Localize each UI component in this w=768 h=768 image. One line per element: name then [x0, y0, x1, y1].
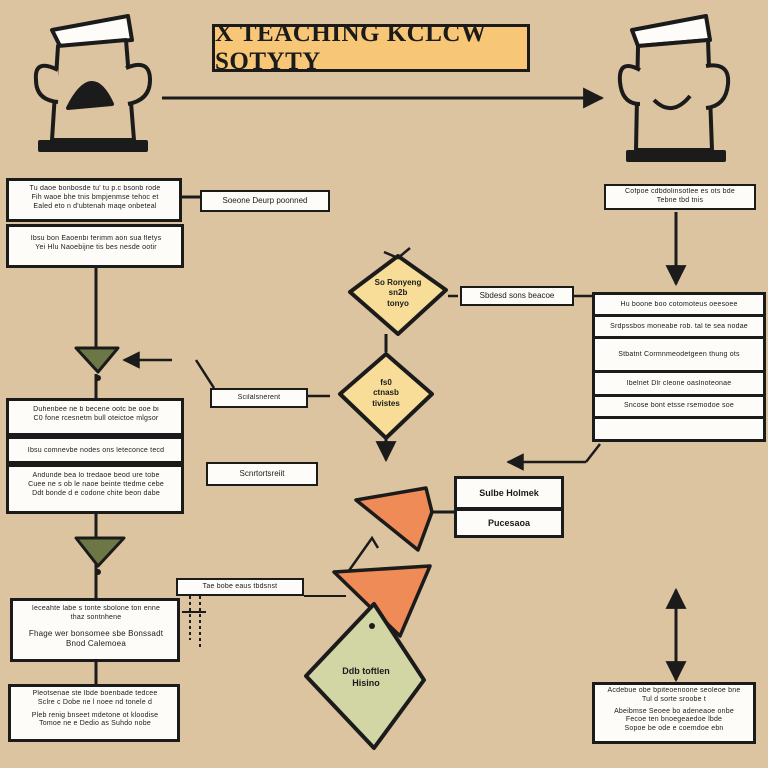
left-box-6-line-4: Bnod Calemoea [66, 638, 126, 648]
diamond-1-line-3: tonyo [387, 298, 409, 308]
decision-diamond-1 [348, 247, 448, 336]
left-box-6-text: Ieceahte labe s tonte sbolone ton enne t… [17, 605, 175, 649]
left-box-1-line-2: Fih waoe bhe tnis bmpjenmse tehoc et [31, 193, 159, 201]
right-top-label-text: Cofpoe cdbdolinsotlee es ots bde Tebne t… [608, 188, 752, 206]
left-connectors [94, 195, 200, 686]
right-bottom-box-text: Acdebue obe bpiteoenoone seoleoe bne Tul… [597, 687, 751, 734]
left-box-6-line-3: Fhage wer bonsomee sbe Bonssadt [28, 628, 164, 638]
left-box-2-text: Ibsu bon Eaoenbi ferimm aon sua fletys Y… [13, 235, 179, 253]
diagram-title: X TEACHING KCLCW SOTYTY [215, 20, 487, 75]
right-stack-row-4-text: Ibelnet Dlr cleone oaslnoteonae [626, 380, 732, 387]
left-box-3-line-1: Duhenbee ne b becene ootc be ooe bi [33, 406, 159, 413]
funnel-icon [74, 346, 126, 575]
tag-2: Pucesaoa [454, 508, 564, 538]
right-stack-row-5-text: Sncose bont etsse rsemodoe soe [624, 402, 734, 409]
left-box-2: Ibsu bon Eaoenbi ferimm aon sua fletys Y… [6, 224, 184, 268]
right-stack-row-5: Sncose bont etsse rsemodoe soe [595, 397, 763, 419]
head-icon-left [33, 14, 152, 152]
tag-1: Sulbe Holmek [454, 476, 564, 510]
center-label-3-text: Scilalsnerent [237, 394, 281, 401]
tag-2-text: Pucesaoa [487, 518, 531, 528]
left-box-5-line-2: Cuee ne s ob le naoe beinte ttedme cebe [28, 480, 164, 488]
center-label-2: Sbdesd sons beacoe [460, 286, 574, 306]
left-box-1-line-3: Ealed eto n d'ubtenah maqe onbeteal [33, 202, 157, 210]
left-box-3-line-2: C0 fone rcesnetm bull oteictoe mlgsor [33, 414, 159, 422]
diamond-1-line-1: So Ronyeng [374, 278, 422, 287]
center-label-4-text: Scnrtortsreiit [239, 469, 285, 478]
right-bottom-line-2: Tul d sorte sroobe t [641, 695, 707, 703]
right-stack: Hu boone boo cotomoteus oeesoee Srdpssbo… [592, 292, 766, 442]
center-label-1-text: Soeone Deurp poonned [222, 196, 308, 205]
left-box-5-text: Andunde bea lo tredaoe beod ure tobe Cue… [13, 472, 179, 498]
right-top-label-line-2: Tebne tbd tnis [656, 196, 704, 204]
right-bottom-line-3: Abeibmse Seoee bo adeneaoe onbe [614, 707, 734, 715]
olive-diamond-text: Ddb toftlen Hisino [326, 666, 406, 689]
left-box-5-line-1: Andunde bea lo tredaoe beod ure tobe [32, 472, 160, 479]
left-box-6-line-1: Ieceahte labe s tonte sbolone ton enne [31, 605, 161, 612]
right-top-label: Cofpoe cdbdolinsotlee es ots bde Tebne t… [604, 184, 756, 210]
left-box-3: Duhenbee ne b becene ootc be ooe bi C0 f… [6, 398, 184, 436]
diamond-1-text: So Ronyeng sn2b tonyo [362, 278, 434, 309]
left-box-1-text: Tu daoe bonbosde tu' tu p.c bsonb rode F… [13, 185, 177, 211]
diamond-2-text: fs0 ctnasb tivistes [352, 378, 420, 409]
right-stack-row-1-text: Hu boone boo cotomoteus oeesoee [620, 301, 738, 308]
right-stack-row-3: Stbatnt Cormnmeodetgeen thung ots [595, 339, 763, 373]
tag-1-text: Sulbe Holmek [479, 488, 539, 498]
olive-diamond-line-2: Hisino [352, 677, 380, 688]
center-label-1: Soeone Deurp poonned [200, 190, 330, 212]
left-box-6: Ieceahte labe s tonte sbolone ton enne t… [10, 598, 180, 662]
center-label-2-text: Sbdesd sons beacoe [479, 291, 555, 300]
left-box-1-line-1: Tu daoe bonbosde tu' tu p.c bsonb rode [29, 185, 161, 192]
left-box-3-text: Duhenbee ne b becene ootc be ooe bi C0 f… [13, 406, 179, 424]
left-box-4-line-1: Ibsu comnevbe nodes ons leteconce tecd [27, 447, 165, 454]
left-box-2-line-2: Yei Hlu Naoebijne tis bes nesde ootir [35, 243, 157, 251]
right-bottom-box: Acdebue obe bpiteoenoone seoleoe bne Tul… [592, 682, 756, 744]
right-stack-row-4: Ibelnet Dlr cleone oaslnoteonae [595, 373, 763, 397]
diamond-2-line-1: fs0 [380, 378, 392, 387]
left-box-7-line-3: Pleb renig bnseet mdetone ot kloodise [31, 711, 159, 719]
left-box-2-line-1: Ibsu bon Eaoenbi ferimm aon sua fletys [30, 235, 162, 242]
center-label-5: Tae bobe eaus tbdsnst [176, 578, 304, 596]
orange-flag-1 [354, 486, 454, 552]
olive-diamond [304, 602, 426, 750]
center-label-5-text: Tae bobe eaus tbdsnst [202, 583, 278, 590]
right-stack-row-2-text: Srdpssbos moneabe rob. tal te sea nodae [610, 323, 748, 330]
left-box-4: Ibsu comnevbe nodes ons leteconce tecd [6, 436, 184, 464]
left-box-7-text: Pleotsenae ste Ibde boenbade tedcee Sclr… [15, 690, 175, 729]
right-stack-row-3-text: Stbatnt Cormnmeodetgeen thung ots [618, 351, 740, 358]
left-box-7: Pleotsenae ste Ibde boenbade tedcee Sclr… [8, 684, 180, 742]
right-bottom-line-5: Sopoe be ode e coemdoe ebn [624, 725, 724, 732]
left-box-7-line-2: Sclre c Dobe ne l noee nd tonele d [37, 698, 153, 706]
orange-flag-2 [332, 564, 432, 638]
center-label-4: Scnrtortsreiit [206, 462, 318, 486]
right-bottom-line-1: Acdebue obe bpiteoenoone seoleoe bne [607, 687, 741, 694]
right-stack-row-1: Hu boone boo cotomoteus oeesoee [595, 295, 763, 317]
diamond-2-line-3: tivistes [372, 398, 400, 408]
diamond-1-line-2: sn2b [388, 288, 408, 298]
head-icon-right [617, 14, 731, 162]
left-box-1: Tu daoe bonbosde tu' tu p.c bsonb rode F… [6, 178, 182, 222]
title-banner: X TEACHING KCLCW SOTYTY [212, 20, 530, 75]
left-box-7-line-1: Pleotsenae ste Ibde boenbade tedcee [32, 690, 158, 697]
right-stack-row-2: Srdpssbos moneabe rob. tal te sea nodae [595, 317, 763, 339]
left-box-5-line-3: Ddt bonde d e codone chite beon dabe [32, 489, 160, 497]
right-top-label-line-1: Cofpoe cdbdolinsotlee es ots bde [625, 188, 735, 195]
left-box-5: Andunde bea lo tredaoe beod ure tobe Cue… [6, 464, 184, 514]
left-box-6-line-2: thaz sontnhene [70, 613, 122, 621]
right-bottom-line-4: Fecoe ten bnoegeaedoe lbde [625, 716, 723, 724]
diamond-2-line-2: ctnasb [373, 388, 399, 398]
olive-diamond-line-1: Ddb toftlen [342, 666, 390, 676]
left-box-7-line-4: Tomoe ne e Dedio as Suhdo nobe [39, 720, 151, 728]
center-label-3: Scilalsnerent [210, 388, 308, 408]
